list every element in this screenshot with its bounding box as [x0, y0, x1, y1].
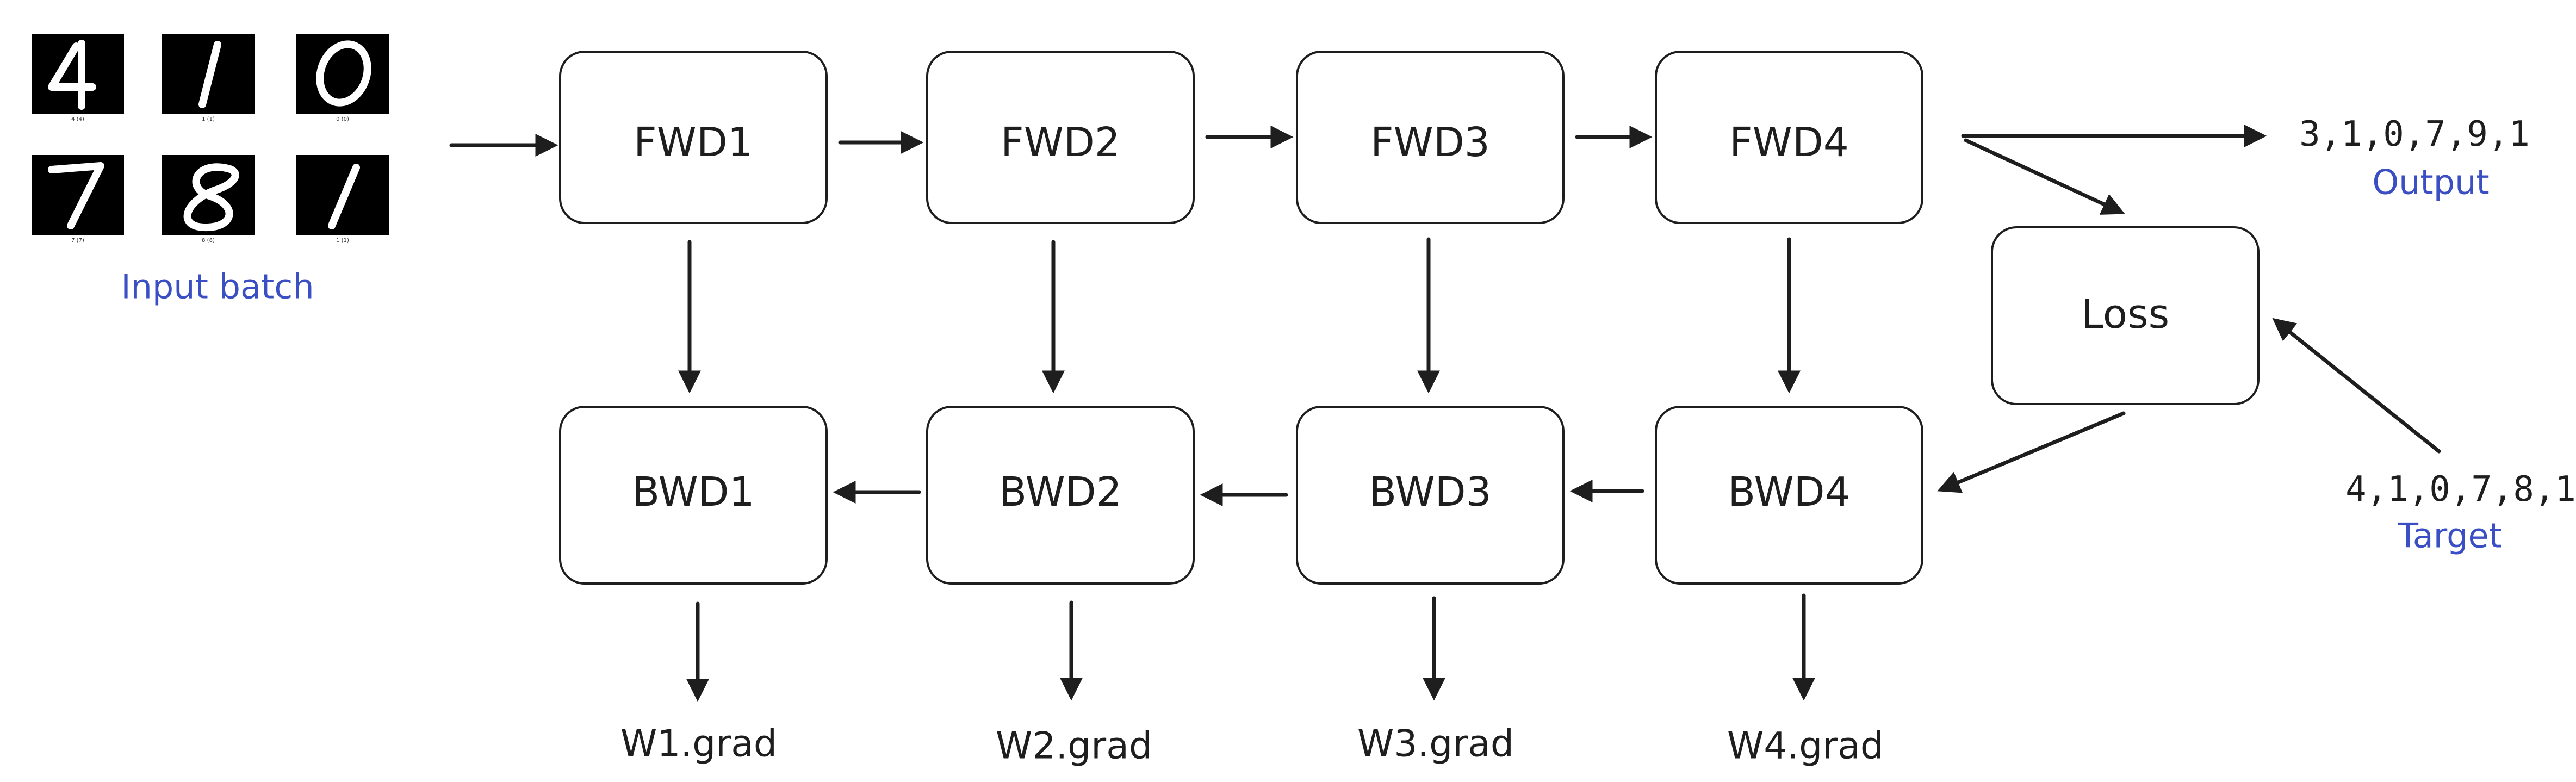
thumbnail-caption: 4 (4)	[71, 116, 84, 122]
bwd3-box: BWD3	[1296, 406, 1565, 585]
loss-box: Loss	[1991, 226, 2260, 405]
loss-label: Loss	[2081, 291, 2169, 338]
arrow-target-to-loss	[2272, 318, 2441, 454]
thumbnail-caption: 1 (1)	[336, 238, 349, 244]
bwd1-box: BWD1	[559, 406, 828, 585]
fwd4-box: FWD4	[1655, 51, 1923, 224]
thumbnail-digit-7: 7 (7)	[32, 155, 124, 244]
w3-grad-label: W3.grad	[1357, 723, 1514, 766]
fwd1-box: FWD1	[559, 51, 828, 224]
fwd3-box: FWD3	[1296, 51, 1565, 224]
bwd1-label: BWD1	[632, 469, 754, 516]
thumbnail-caption: 7 (7)	[71, 238, 84, 244]
thumbnail-digit-4: 4 (4)	[32, 34, 124, 122]
target-values: 4,1,0,7,8,1	[2345, 469, 2576, 510]
input-batch-caption: Input batch	[121, 267, 314, 307]
input-batch: 4 (4) 1 (1) 0 (0) 7 (7) 8 (8) 1 (1)	[32, 34, 389, 307]
arrows	[449, 125, 2441, 702]
output-group: 3,1,0,7,9,1 Output	[2299, 114, 2530, 202]
arrow-fwd4-to-loss	[1964, 138, 2125, 215]
fwd1-label: FWD1	[634, 119, 753, 166]
thumbnail-caption: 8 (8)	[202, 238, 215, 244]
bwd3-label: BWD3	[1369, 469, 1491, 516]
thumbnail-caption: 1 (1)	[202, 116, 215, 122]
fwd3-label: FWD3	[1370, 119, 1490, 166]
target-caption: Target	[2397, 516, 2502, 556]
fwd2-box: FWD2	[926, 51, 1195, 224]
bwd4-label: BWD4	[1728, 469, 1850, 516]
thumbnail-digit-8: 8 (8)	[162, 155, 255, 244]
thumbnail-caption: 0 (0)	[336, 116, 349, 122]
target-group: 4,1,0,7,8,1 Target	[2345, 469, 2576, 556]
arrow-loss-to-bwd4	[1937, 411, 2126, 493]
w4-grad-label: W4.grad	[1727, 725, 1884, 768]
output-values: 3,1,0,7,9,1	[2299, 114, 2530, 154]
thumbnail-digit-1: 1 (1)	[162, 34, 255, 122]
bwd4-box: BWD4	[1655, 406, 1923, 585]
fwd2-label: FWD2	[1001, 119, 1120, 166]
fwd4-label: FWD4	[1729, 119, 1849, 166]
w2-grad-label: W2.grad	[996, 725, 1152, 768]
w1-grad-label: W1.grad	[620, 723, 777, 766]
output-caption: Output	[2372, 163, 2489, 202]
thumbnail-digit-1: 1 (1)	[296, 155, 389, 244]
bwd2-label: BWD2	[999, 469, 1121, 516]
bwd2-box: BWD2	[926, 406, 1195, 585]
thumbnail-digit-0: 0 (0)	[296, 34, 389, 122]
